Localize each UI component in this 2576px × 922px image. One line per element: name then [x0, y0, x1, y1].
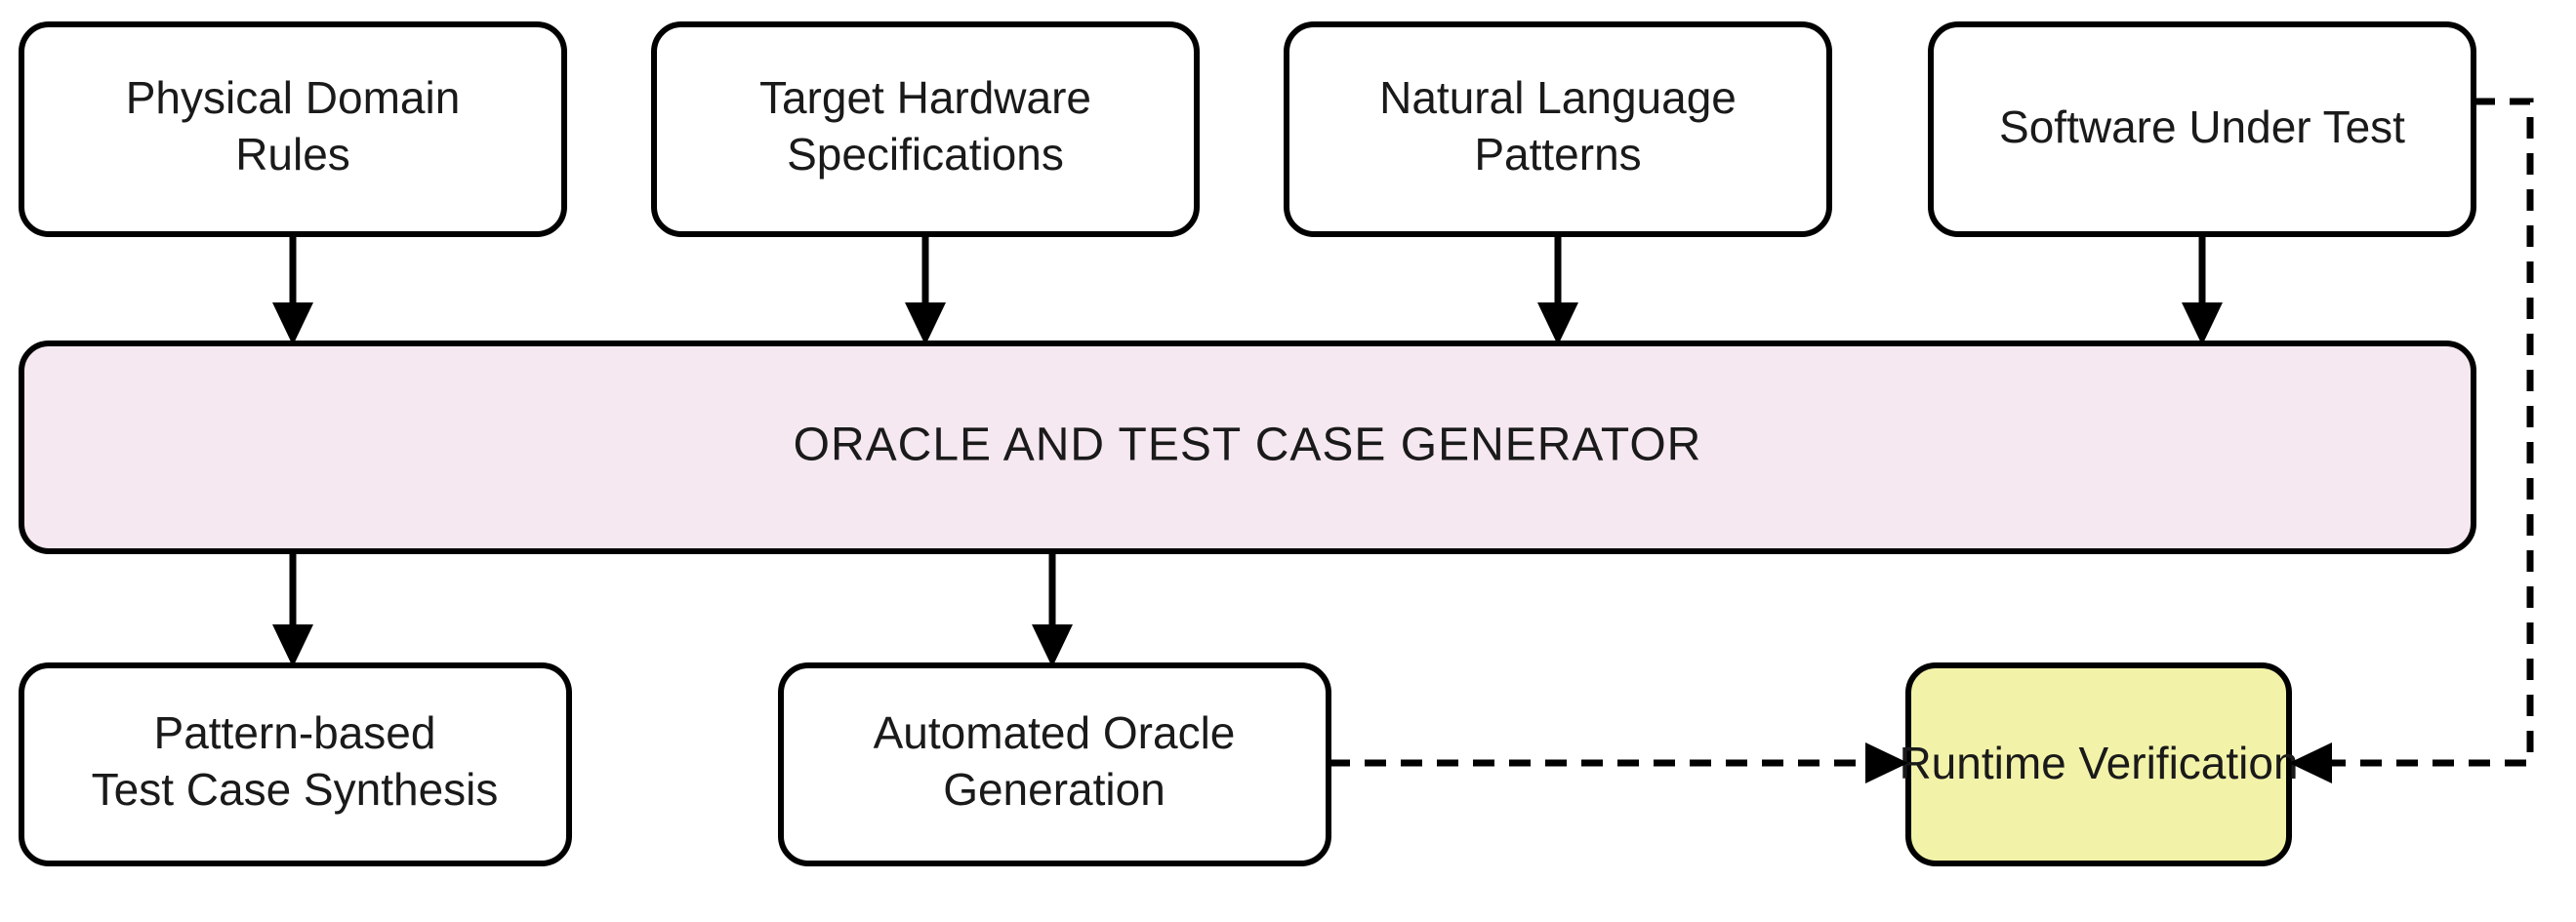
physical-domain-rules-label-line1: Physical Domain	[126, 72, 461, 123]
arrow-head-icon	[272, 624, 313, 667]
node-runtime-verification[interactable]: Runtime Verification	[1899, 662, 2299, 866]
automated-oracle-generation-label-line2: Generation	[943, 764, 1165, 815]
arrow-head-icon	[1032, 624, 1073, 667]
natural-language-patterns-label-line2: Patterns	[1474, 129, 1641, 180]
edge-automated-oracle-generation-to-runtime-verification	[1329, 742, 1908, 783]
software-under-test-label-line1: Software Under Test	[1999, 101, 2405, 152]
edge-target-hardware-specifications-to-generator	[905, 234, 946, 345]
arrow-head-icon	[2289, 742, 2332, 783]
pattern-based-test-case-synthesis-label-line1: Pattern-based	[154, 707, 436, 758]
oracle-and-test-case-generator-label: ORACLE AND TEST CASE GENERATOR	[794, 420, 1702, 471]
node-natural-language-patterns[interactable]: Natural Language Patterns	[1284, 21, 1832, 237]
node-oracle-and-test-case-generator[interactable]: ORACLE AND TEST CASE GENERATOR	[19, 341, 2476, 554]
oracle-and-test-case-generator-box[interactable]	[19, 341, 2476, 554]
runtime-verification-box[interactable]	[1905, 662, 2292, 866]
automated-oracle-generation-label-line1: Automated Oracle	[874, 707, 1236, 758]
node-software-under-test[interactable]: Software Under Test	[1928, 21, 2476, 237]
edge-physical-domain-rules-to-generator	[272, 234, 313, 345]
pattern-based-test-case-synthesis-label-line2: Test Case Synthesis	[92, 764, 499, 815]
edge-generator-to-automated-oracle-generation	[1032, 551, 1073, 667]
target-hardware-specifications-label-line1: Target Hardware	[759, 72, 1091, 123]
node-target-hardware-specifications[interactable]: Target Hardware Specifications	[651, 21, 1200, 237]
edge-generator-to-pattern-based-test-case-synthesis	[272, 551, 313, 667]
target-hardware-specifications-label-line2: Specifications	[787, 129, 1064, 180]
edge-natural-language-patterns-to-generator	[1537, 234, 1578, 345]
node-automated-oracle-generation[interactable]: Automated Oracle Generation	[778, 662, 1331, 866]
edge-software-under-test-to-runtime-verification	[2289, 98, 2534, 783]
natural-language-patterns-label-line1: Natural Language	[1379, 72, 1737, 123]
arrow-head-icon	[905, 302, 946, 345]
node-pattern-based-test-case-synthesis[interactable]: Pattern-based Test Case Synthesis	[19, 662, 572, 866]
arrow-head-icon	[272, 302, 313, 345]
arrow-head-icon	[1537, 302, 1578, 345]
runtime-verification-label-line1: Runtime Verification	[1899, 738, 2298, 788]
edge-software-under-test-to-generator	[2182, 234, 2223, 345]
node-physical-domain-rules[interactable]: Physical Domain Rules	[19, 21, 567, 237]
pattern-based-test-case-synthesis-box[interactable]	[19, 662, 572, 866]
arrow-head-icon	[2182, 302, 2223, 345]
physical-domain-rules-label-line2: Rules	[235, 129, 350, 180]
arrow-head-icon	[1865, 742, 1908, 783]
